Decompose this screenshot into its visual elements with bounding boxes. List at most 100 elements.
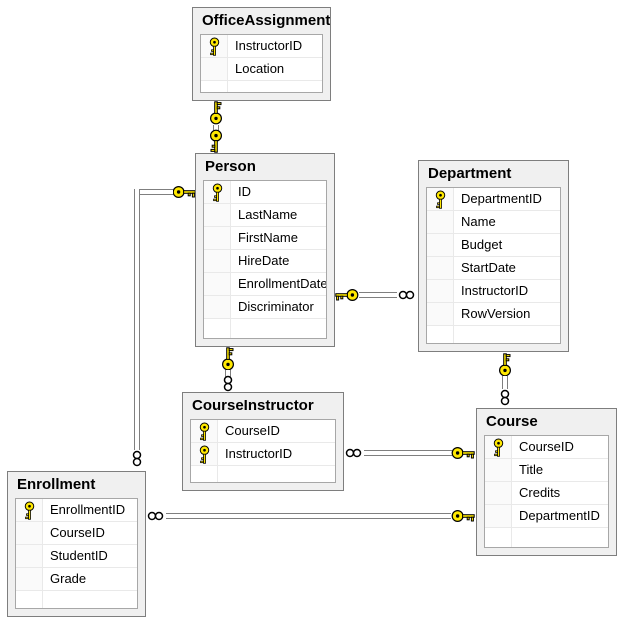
column-name: Credits — [519, 485, 561, 500]
table-row[interactable]: EnrollmentDate — [204, 273, 326, 296]
relationship-line[interactable] — [134, 189, 140, 450]
column-name: FirstName — [238, 230, 298, 245]
column-name: DepartmentID — [461, 191, 542, 206]
key-cell — [204, 204, 230, 226]
relationship-line[interactable] — [166, 513, 451, 519]
key-one-end-icon — [451, 446, 475, 460]
table-columns-grid: CourseID InstructorID — [190, 419, 336, 483]
table-columns-grid: EnrollmentID CourseID StudentID Grade — [15, 498, 138, 609]
key-cell — [204, 250, 230, 272]
table-row[interactable]: StartDate — [427, 257, 560, 280]
column-name: HireDate — [238, 253, 290, 268]
table-row[interactable]: InstructorID — [201, 35, 322, 58]
key-cell — [16, 499, 42, 521]
relationship-line[interactable] — [359, 292, 397, 298]
table-title: Person — [205, 158, 256, 175]
column-name: EnrollmentID — [50, 502, 126, 517]
key-cell — [191, 420, 217, 442]
infinity-many-end-icon — [132, 450, 142, 468]
key-cell — [427, 280, 453, 302]
table-course[interactable]: Course CourseID Title Credits Department… — [476, 408, 617, 556]
table-title: CourseInstructor — [192, 397, 314, 414]
table-department[interactable]: Department DepartmentID Name Budget Star… — [418, 160, 569, 352]
table-row[interactable]: Grade — [16, 568, 137, 591]
table-row[interactable]: DepartmentID — [427, 188, 560, 211]
key-cell — [485, 482, 511, 504]
key-cell — [427, 211, 453, 233]
table-title: Enrollment — [17, 476, 96, 493]
table-row[interactable]: StudentID — [16, 545, 137, 568]
column-name: CourseID — [225, 423, 280, 438]
infinity-many-end-icon — [147, 511, 165, 521]
table-courseinstructor[interactable]: CourseInstructor CourseID InstructorID — [182, 392, 344, 491]
column-name: Title — [519, 462, 544, 477]
table-person[interactable]: Person ID LastName FirstName HireDate En… — [195, 153, 335, 347]
key-cell — [485, 436, 511, 458]
key-cell — [204, 296, 230, 318]
table-row[interactable]: InstructorID — [191, 443, 335, 466]
table-row[interactable]: ID — [204, 181, 326, 204]
column-name: CourseID — [50, 525, 105, 540]
table-title: OfficeAssignment — [202, 12, 330, 29]
table-row[interactable]: Credits — [485, 482, 608, 505]
key-one-end-icon — [221, 347, 235, 371]
relationship-line[interactable] — [134, 189, 173, 195]
table-columns-grid: InstructorID Location — [200, 34, 323, 93]
primary-key-icon — [435, 190, 446, 209]
table-enrollment[interactable]: Enrollment EnrollmentID CourseID Student… — [7, 471, 146, 617]
relationship-line[interactable] — [364, 450, 452, 456]
column-name: Grade — [50, 571, 87, 586]
column-name: InstructorID — [461, 283, 529, 298]
key-cell — [204, 181, 230, 203]
table-officeassignment[interactable]: OfficeAssignment InstructorID Location — [192, 7, 331, 101]
key-cell — [427, 303, 453, 325]
column-name: DepartmentID — [519, 508, 600, 523]
table-row[interactable]: InstructorID — [427, 280, 560, 303]
table-columns-grid: ID LastName FirstName HireDate Enrollmen… — [203, 180, 327, 339]
table-title: Department — [428, 165, 512, 182]
table-row[interactable]: LastName — [204, 204, 326, 227]
table-row[interactable]: Title — [485, 459, 608, 482]
table-row[interactable]: RowVersion — [427, 303, 560, 326]
table-row[interactable]: Location — [201, 58, 322, 81]
infinity-many-end-icon — [398, 290, 416, 300]
table-row[interactable]: DepartmentID — [485, 505, 608, 528]
key-cell — [204, 273, 230, 295]
column-name: InstructorID — [225, 446, 293, 461]
column-name: StartDate — [461, 260, 516, 275]
table-row[interactable]: CourseID — [16, 522, 137, 545]
primary-key-icon — [209, 37, 220, 56]
relationship-line[interactable] — [502, 376, 508, 389]
key-cell — [201, 35, 227, 57]
table-row[interactable]: Discriminator — [204, 296, 326, 319]
key-cell — [485, 505, 511, 527]
table-row[interactable]: CourseID — [485, 436, 608, 459]
primary-key-icon — [24, 501, 35, 520]
infinity-many-end-icon — [500, 389, 510, 407]
key-cell — [16, 545, 42, 567]
table-row[interactable]: CourseID — [191, 420, 335, 443]
column-name: StudentID — [50, 548, 108, 563]
table-row[interactable]: EnrollmentID — [16, 499, 137, 522]
key-one-end-icon — [209, 129, 223, 153]
key-cell — [427, 188, 453, 210]
key-one-end-icon — [172, 185, 196, 199]
table-row[interactable]: Name — [427, 211, 560, 234]
relationship-line[interactable] — [213, 125, 219, 133]
table-row[interactable]: HireDate — [204, 250, 326, 273]
key-cell — [201, 58, 227, 80]
table-row[interactable]: Budget — [427, 234, 560, 257]
table-row[interactable]: FirstName — [204, 227, 326, 250]
key-cell — [427, 257, 453, 279]
key-one-end-icon — [498, 353, 512, 377]
key-cell — [16, 522, 42, 544]
relationship-line[interactable] — [225, 370, 231, 377]
primary-key-icon — [212, 183, 223, 202]
column-name: RowVersion — [461, 306, 531, 321]
